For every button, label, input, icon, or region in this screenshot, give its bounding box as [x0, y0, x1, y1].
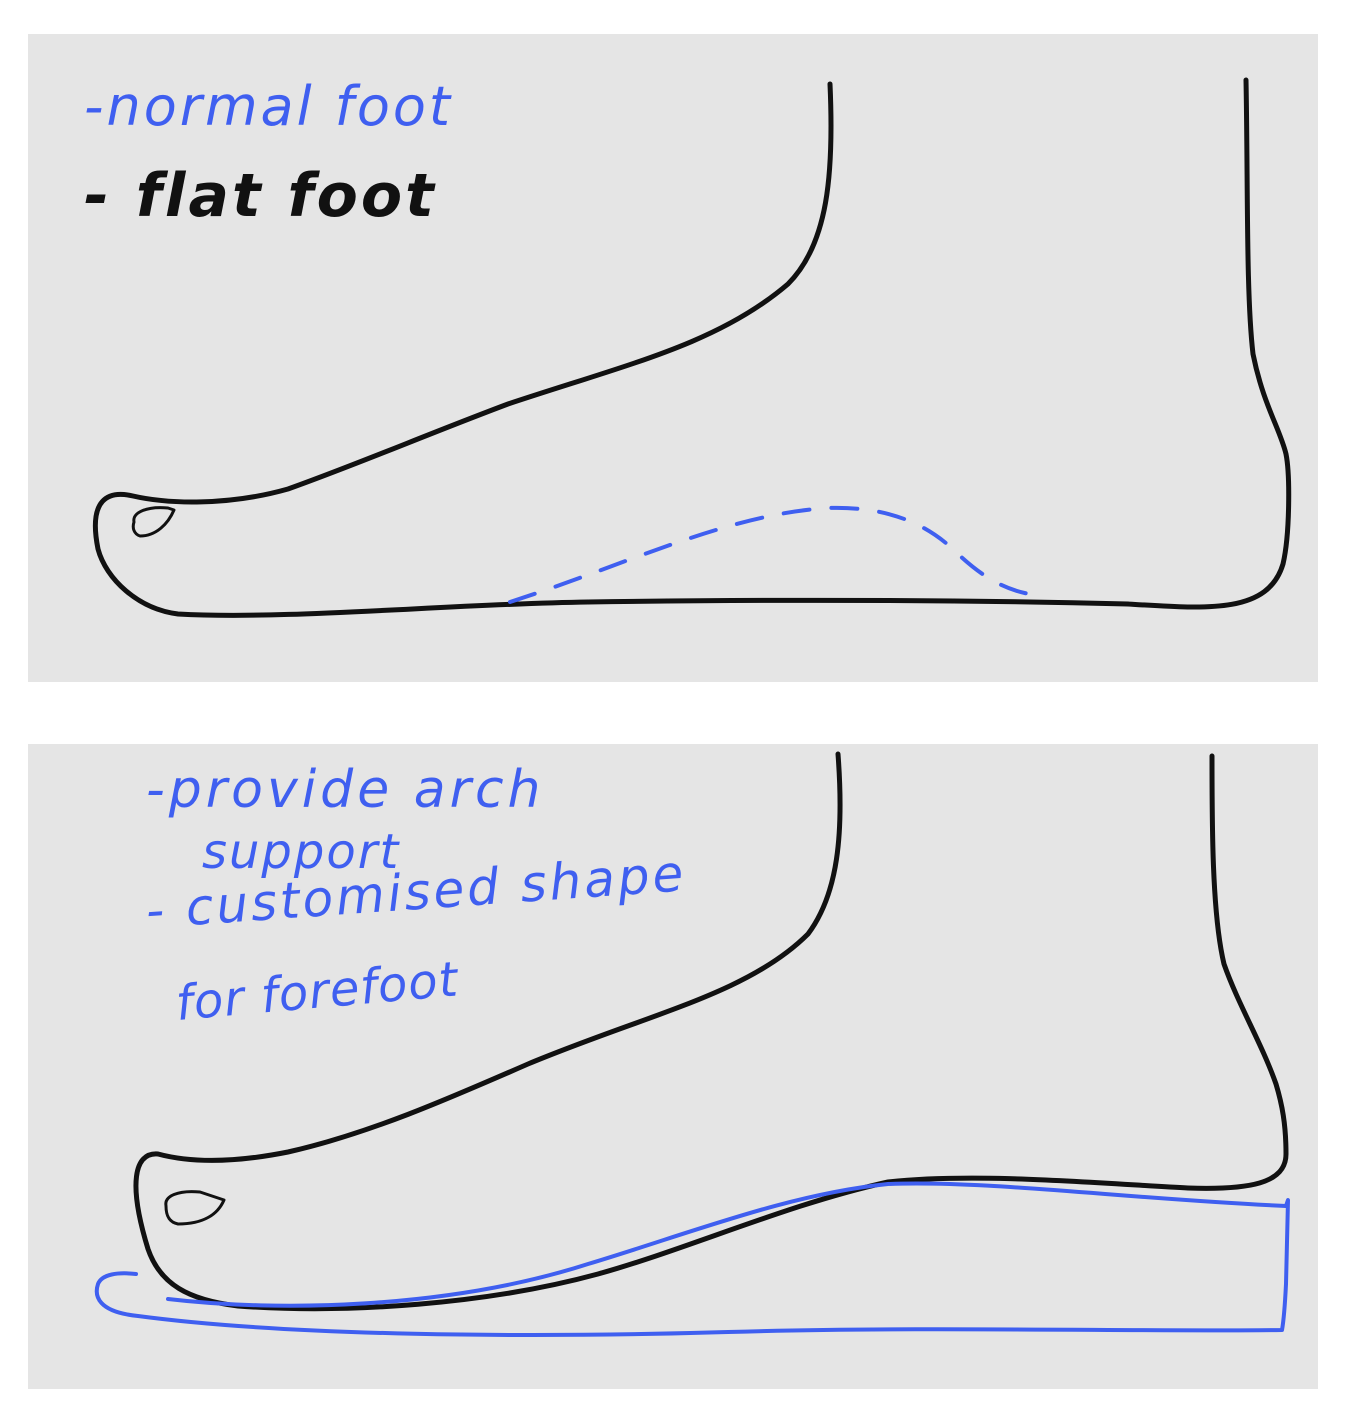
normal-foot-label: -normal foot [84, 75, 454, 138]
insole-panel: -provide arch support - customised shape… [28, 744, 1318, 1389]
provide-arch-label: -provide arch [146, 760, 545, 820]
flat-foot-panel: -normal foot - flat foot [28, 34, 1318, 682]
flat-foot-label: - flat foot [84, 161, 437, 231]
flat-foot-drawing [92, 77, 1292, 618]
support-label: support [202, 824, 401, 880]
insole-top-contour [166, 1181, 1288, 1308]
insole-drawing [94, 751, 1290, 1337]
insole-outline [94, 1198, 1290, 1337]
flat-foot-outline [92, 77, 1292, 618]
toenail-outline [164, 1190, 226, 1226]
toenail-outline [131, 506, 176, 538]
normal-arch-dashed-line [508, 505, 1048, 604]
foot-outline [133, 751, 1289, 1312]
